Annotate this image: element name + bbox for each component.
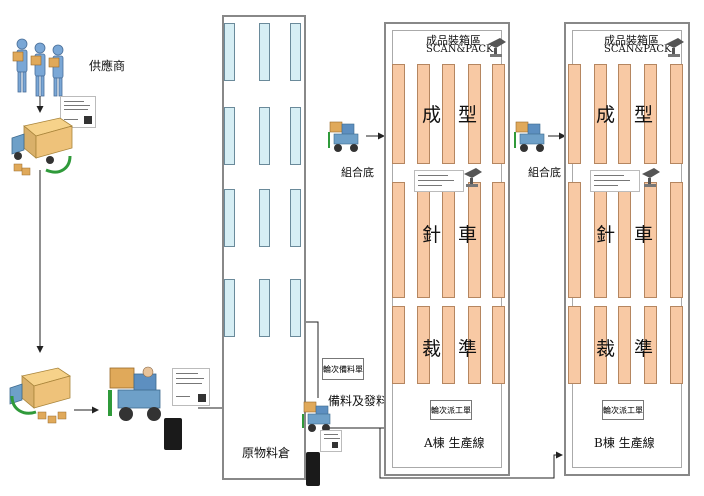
delivery-truck-icon [11,117,73,176]
workstation-bar [392,306,405,384]
workstation-bar [594,306,607,384]
handheld-scanner-icon [164,418,182,450]
process-char: 車 [634,224,654,246]
workstation-bar [670,306,683,384]
storage-rack [259,189,270,247]
workstation-bar [442,64,455,164]
forklift-icon [514,121,545,152]
shipping-label-card [320,430,342,452]
people-carrying-boxes-icon [12,38,64,97]
process-char: 成 [596,104,616,126]
process-char: 裁 [422,338,442,360]
workstation-bar [594,64,607,164]
workstation-bar [568,182,581,298]
workstation-bar [417,64,430,164]
workstation-bar [670,182,683,298]
workstation-bar [392,182,405,298]
forklift-label-a: 組合底 [341,166,374,179]
line-b-caption: B棟 生產線 [594,436,655,450]
line-a-caption: A棟 生產線 [424,436,485,450]
production-line-a: 成品裝箱區 SCAN&PACK 成 型 針 車 裁 準 輪次派工單 A棟 生產線 [384,22,510,476]
supplier-label: 供應商 [89,59,126,73]
barcode-scanner-icon [464,168,482,187]
workstation-bar [492,182,505,298]
storage-rack [224,189,235,247]
shipping-label-card [590,170,640,192]
workstation-bar [618,182,631,298]
workstation-bar [417,306,430,384]
scan-pack-label: SCAN&PACK [604,44,672,55]
workstation-bar [468,64,481,164]
workstation-bar [468,306,481,384]
forklift-icon [328,121,359,152]
process-char: 準 [458,338,478,360]
storage-rack [290,189,301,247]
storage-rack [224,23,235,81]
production-line-b: 成品裝箱區 SCAN&PACK 成 型 針 車 裁 準 輪次派工單 B棟 生產線 [564,22,690,476]
process-char: 針 [422,224,442,246]
workstation-bar [492,64,505,164]
workstation-bar [644,64,657,164]
process-char: 準 [634,338,654,360]
storage-rack [290,23,301,81]
storage-rack [290,279,301,337]
forklift-icon [302,401,331,432]
storage-rack [259,23,270,81]
storage-rack [259,279,270,337]
arrow-prep-to-line-b [379,428,563,479]
handheld-scanner-icon [306,452,320,486]
storage-rack [259,107,270,165]
workstation-bar [618,64,631,164]
forklift-label-b: 組合底 [528,166,561,179]
barcode-scanner-icon [488,38,506,57]
storage-rack [224,279,235,337]
prep-label: 備料及發料 [328,394,389,408]
process-char: 型 [458,104,478,126]
raw-material-warehouse: 原物料倉 [222,15,306,480]
pack-area-label: 成品裝箱區 [604,34,659,47]
workstation-bar [568,306,581,384]
shipping-label-card [414,170,464,192]
storage-rack [290,107,301,165]
workstation-bar [618,306,631,384]
process-char: 車 [458,224,478,246]
scan-pack-label: SCAN&PACK [426,44,494,55]
warehouse-label: 原物料倉 [242,446,291,460]
process-char: 裁 [596,338,616,360]
process-char: 針 [596,224,616,246]
prep-order-doc: 輪次備料單 [322,358,364,380]
dispatch-order-doc: 輪次派工單 [602,400,644,420]
workstation-bar [392,64,405,164]
workstation-bar [492,306,505,384]
workstation-bar [670,64,683,164]
workstation-bar [442,182,455,298]
dispatch-order-doc: 輪次派工單 [430,400,472,420]
process-char: 型 [634,104,654,126]
barcode-scanner-icon [666,38,684,57]
process-char: 成 [422,104,442,126]
workstation-bar [442,306,455,384]
barcode-scanner-icon [642,168,660,187]
workstation-bar [568,64,581,164]
workstation-bar [644,306,657,384]
forklift-icon [108,366,161,421]
workstation-bar [468,182,481,298]
storage-rack [224,107,235,165]
delivery-truck-icon [9,367,71,424]
shipping-label-card [172,368,210,406]
pack-area-label: 成品裝箱區 [426,34,481,47]
arrow-warehouse-out [306,321,319,398]
